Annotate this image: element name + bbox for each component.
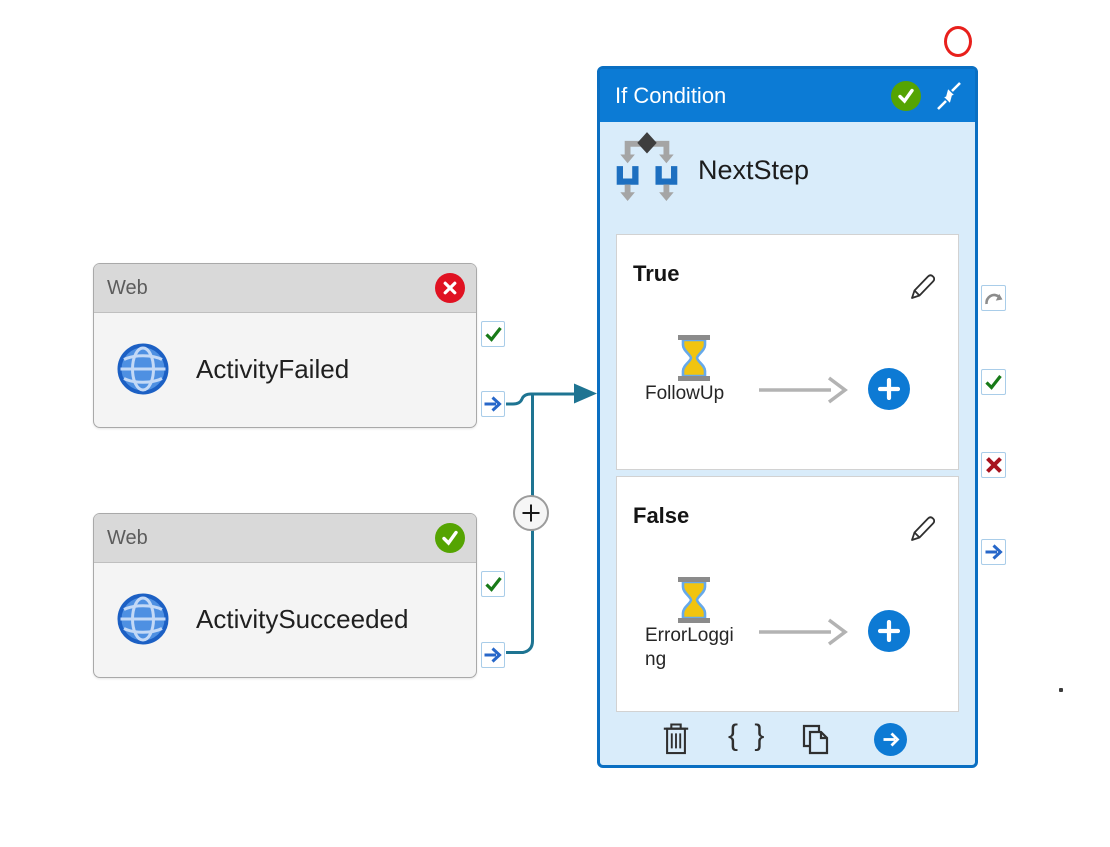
activity-node-activitysucceeded[interactable]: Web ActivitySucceeded bbox=[93, 513, 477, 678]
wait-hourglass-icon[interactable] bbox=[677, 577, 711, 623]
if-condition-type-label: If Condition bbox=[615, 82, 727, 108]
if-condition-title-row: NextStep bbox=[615, 131, 809, 209]
true-branch-card: True FollowUp bbox=[616, 234, 959, 470]
if-condition-header[interactable]: If Condition bbox=[600, 69, 975, 122]
add-activity-button[interactable] bbox=[868, 368, 910, 410]
completion-port-icon[interactable] bbox=[481, 642, 505, 668]
false-branch-activity-name[interactable]: ErrorLogging bbox=[645, 625, 734, 670]
collapse-icon[interactable] bbox=[929, 76, 969, 116]
activity-type-label: Web bbox=[107, 526, 148, 549]
add-plus-icon bbox=[878, 620, 900, 642]
error-badge-icon bbox=[435, 273, 465, 303]
if-condition-icon bbox=[616, 132, 678, 202]
success-badge-icon bbox=[435, 523, 465, 553]
add-plus-icon bbox=[878, 378, 900, 400]
success-port-icon[interactable] bbox=[981, 369, 1006, 395]
if-condition-name: NextStep bbox=[698, 154, 810, 185]
true-branch-label: True bbox=[633, 261, 680, 286]
skip-port-icon[interactable] bbox=[981, 285, 1006, 311]
true-branch-activity-name[interactable]: FollowUp bbox=[645, 383, 725, 404]
wait-hourglass-icon[interactable] bbox=[677, 335, 711, 381]
completion-port-icon[interactable] bbox=[481, 391, 505, 417]
add-activity-button[interactable] bbox=[868, 610, 910, 652]
activity-node-body: ActivitySucceeded bbox=[94, 563, 476, 675]
edit-pencil-icon[interactable] bbox=[909, 511, 935, 543]
activity-name: ActivitySucceeded bbox=[196, 603, 409, 634]
success-badge-icon bbox=[891, 80, 921, 111]
if-condition-node[interactable]: If Condition bbox=[597, 66, 978, 768]
add-link-icon bbox=[522, 504, 540, 522]
edit-pencil-icon[interactable] bbox=[909, 269, 935, 301]
fail-port-icon[interactable] bbox=[981, 452, 1006, 478]
flow-arrow-icon bbox=[759, 376, 848, 404]
activity-name: ActivityFailed bbox=[196, 353, 350, 384]
stray-dot bbox=[1059, 688, 1063, 692]
globe-icon bbox=[117, 593, 169, 645]
highlight-circle-annotation bbox=[944, 26, 972, 57]
success-port-icon[interactable] bbox=[481, 571, 505, 597]
go-arrow-icon bbox=[883, 732, 899, 747]
braces-icon[interactable]: { } bbox=[728, 719, 769, 752]
false-branch-label: False bbox=[633, 503, 690, 528]
activity-node-body: ActivityFailed bbox=[94, 313, 476, 425]
go-arrow-button[interactable] bbox=[874, 723, 907, 756]
activity-node-header: Web bbox=[94, 264, 476, 313]
completion-port-icon[interactable] bbox=[981, 539, 1006, 565]
success-port-icon[interactable] bbox=[481, 321, 505, 347]
activity-node-activityfailed[interactable]: Web ActivityFailed bbox=[93, 263, 477, 428]
false-branch-card: False ErrorLogging bbox=[616, 476, 959, 712]
copy-icon[interactable] bbox=[798, 722, 832, 756]
delete-icon[interactable] bbox=[661, 721, 691, 757]
globe-icon bbox=[117, 343, 169, 395]
activity-node-header: Web bbox=[94, 514, 476, 563]
activity-type-label: Web bbox=[107, 276, 148, 299]
flow-arrow-icon bbox=[759, 618, 848, 646]
add-link-activity-button[interactable] bbox=[513, 495, 549, 531]
